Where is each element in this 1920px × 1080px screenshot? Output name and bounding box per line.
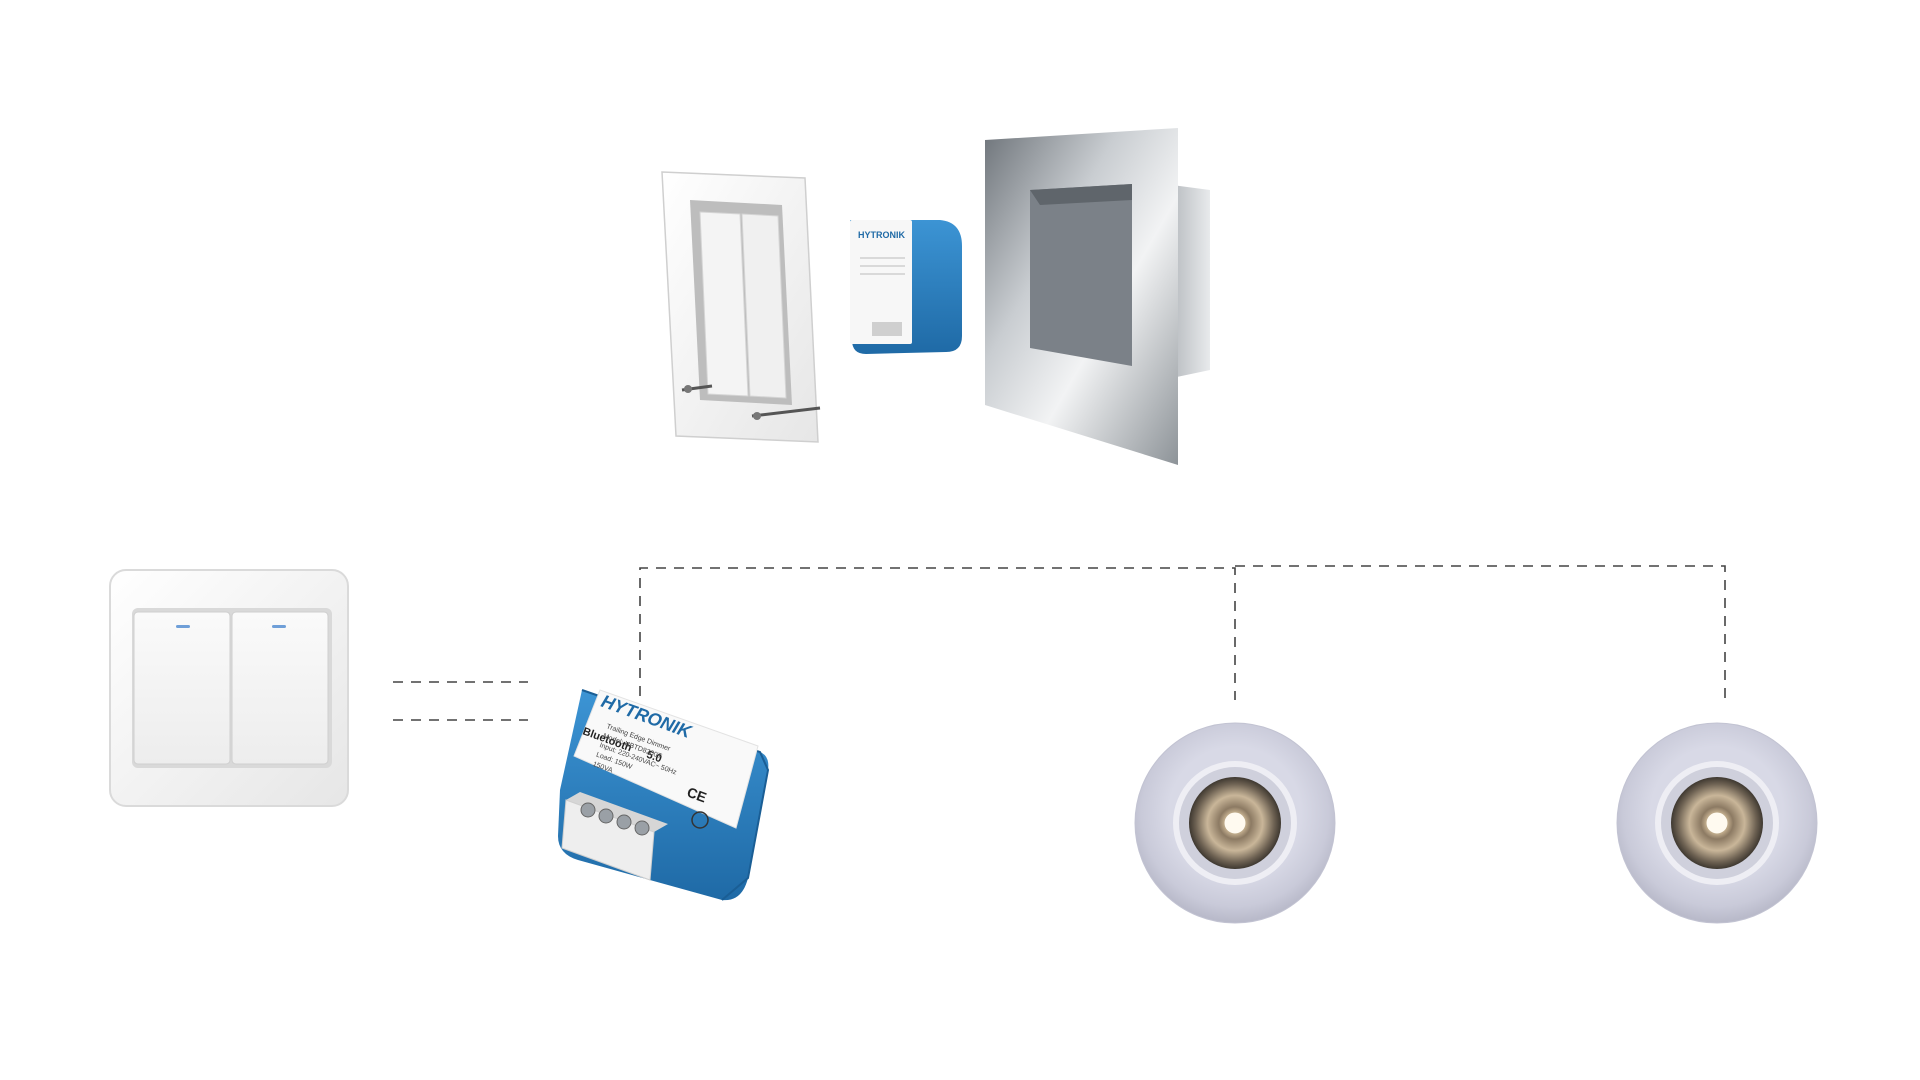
- certification-icon: [691, 811, 709, 829]
- screw-left: [681, 384, 713, 393]
- dimmer-module-small: HYTRONIK: [850, 220, 962, 354]
- module-to-light1-wire: [639, 567, 1236, 700]
- led-indicator-right: [272, 625, 286, 628]
- switch-key-left: [133, 611, 231, 765]
- screw-right: [751, 406, 821, 420]
- light1-to-light2-wire: [1235, 565, 1726, 700]
- terminal-screw-2: [598, 808, 614, 824]
- terminal-screw-4: [634, 820, 650, 836]
- mirror-wall-box: [985, 128, 1210, 465]
- wall-switch: [109, 569, 349, 807]
- exploded-installation-view: HYTRONIK: [661, 128, 1210, 465]
- bluetooth-version: 5.0: [645, 749, 663, 766]
- bluetooth-dimmer-module: HYTRONIK Bluetooth 5.0 Trailing Edge Dim…: [558, 689, 770, 901]
- led-indicator-left: [176, 625, 190, 628]
- small-module-brand: HYTRONIK: [858, 230, 906, 240]
- ce-mark: CE: [685, 784, 709, 806]
- downlight-1: [1134, 722, 1336, 924]
- downlight-2: [1616, 722, 1818, 924]
- switch-plate-angled: [661, 171, 819, 443]
- terminal-screw-1: [580, 802, 596, 818]
- terminal-screw-3: [616, 814, 632, 830]
- connector-lines: [393, 565, 1726, 721]
- module-label: [573, 689, 759, 829]
- terminal-block: [561, 792, 668, 881]
- switch-key-right: [231, 611, 329, 765]
